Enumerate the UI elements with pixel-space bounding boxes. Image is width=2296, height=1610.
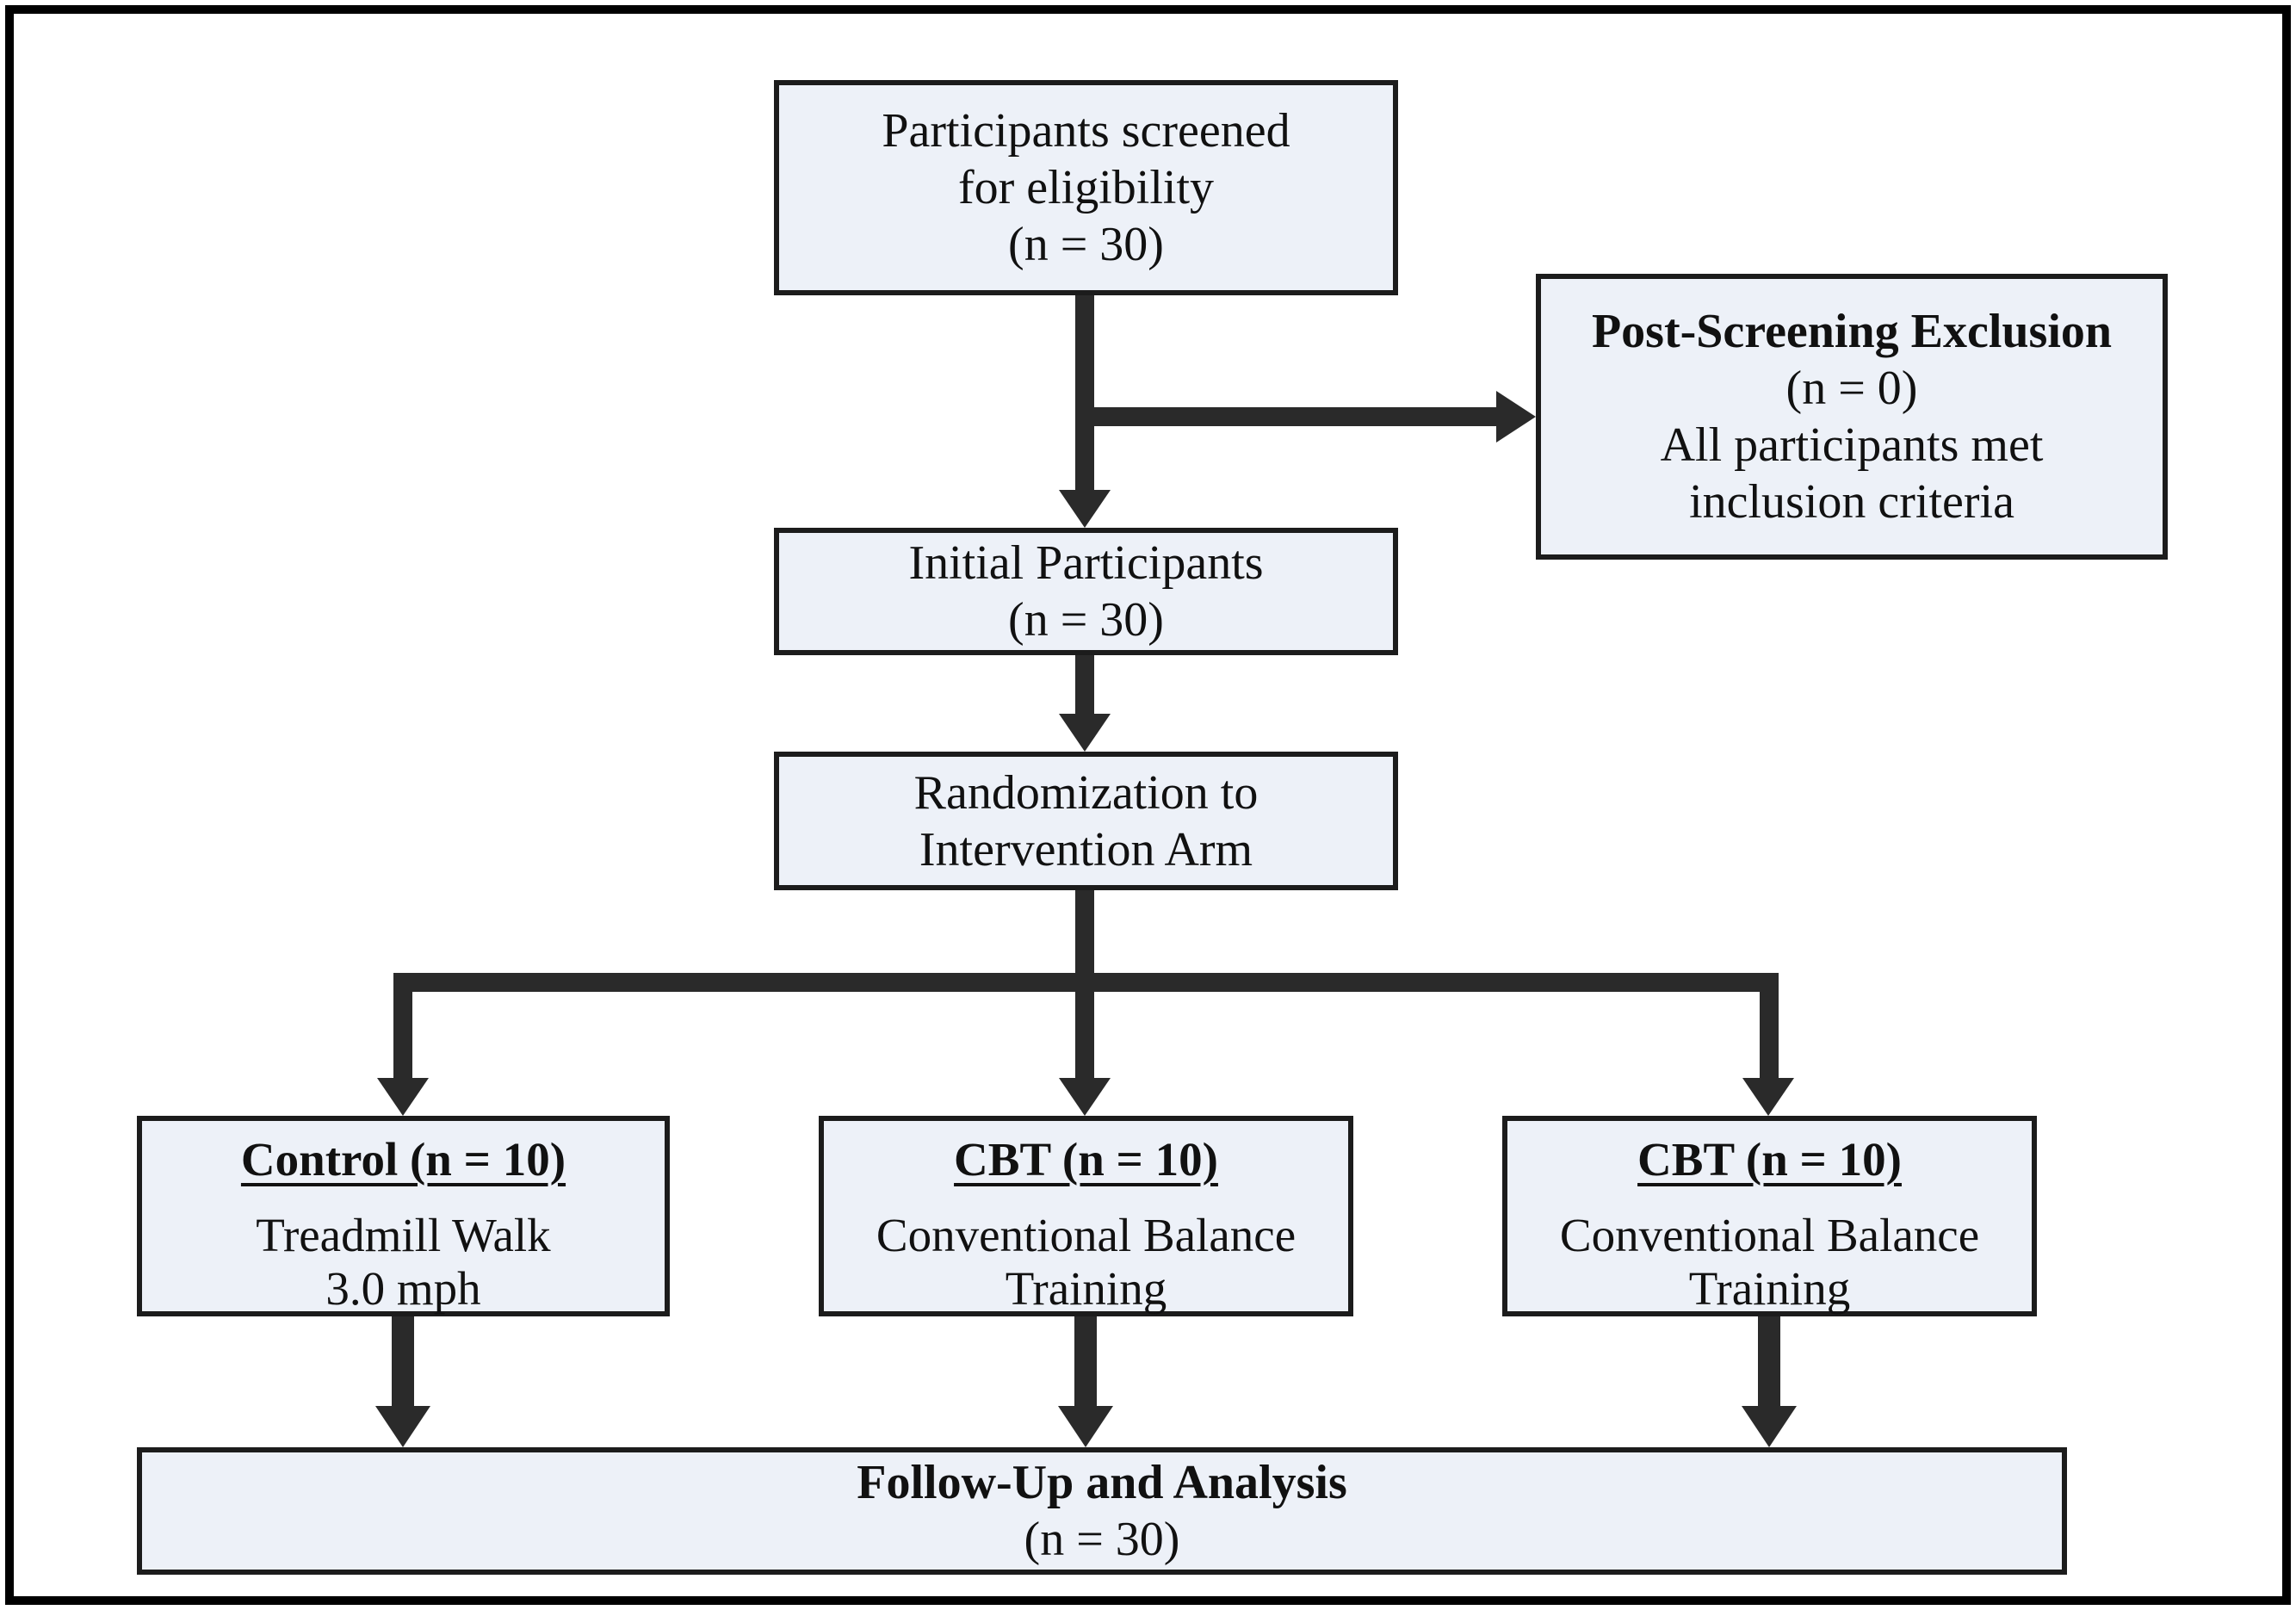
box-text-line: Participants screened (882, 104, 1290, 158)
box-follow-up-analysis: Follow-Up and Analysis (n = 30) (137, 1447, 2067, 1575)
arrow-cbt-right-to-followup-head-icon (1742, 1406, 1797, 1447)
arrow-cbt-middle-to-followup-shaft (1074, 1316, 1097, 1406)
box-text-line: (n = 0) (1785, 362, 1918, 415)
box-post-screening-exclusion: Post-Screening Exclusion (n = 0) All par… (1536, 274, 2168, 560)
box-text-line: Initial Participants (908, 536, 1264, 590)
box-text-line: (n = 30) (1024, 1513, 1180, 1566)
box-text-line: for eligibility (957, 161, 1215, 214)
box-text-line: Treadmill Walk (256, 1209, 551, 1261)
arrow-branch-left-head-icon (377, 1078, 429, 1116)
arrow-cbt-middle-to-followup-head-icon (1058, 1406, 1113, 1447)
box-title: CBT (n = 10) (954, 1133, 1218, 1186)
box-title: Post-Screening Exclusion (1591, 305, 2113, 358)
outer-border (5, 5, 2291, 1605)
box-text-line: 3.0 mph (325, 1262, 481, 1315)
box-text-line: Intervention Arm (919, 822, 1253, 876)
box-cbt-arm-right: CBT (n = 10) Conventional Balance Traini… (1502, 1116, 2037, 1316)
box-title: Control (n = 10) (240, 1133, 566, 1186)
arrow-branch-right-shaft (1760, 973, 1779, 1080)
box-cbt-arm-middle: CBT (n = 10) Conventional Balance Traini… (819, 1116, 1353, 1316)
arrow-control-to-followup-shaft (392, 1316, 414, 1406)
arrow-initial-to-randomization-head-icon (1059, 714, 1111, 752)
box-text-line: Conventional Balance (876, 1209, 1297, 1261)
arrow-branch-middle-shaft (1075, 890, 1094, 1080)
arrow-branch-right-head-icon (1742, 1078, 1794, 1116)
arrow-branch-left-shaft (393, 973, 412, 1080)
box-text-line: All participants met (1660, 418, 2044, 472)
box-text-line: Conventional Balance (1559, 1209, 1980, 1261)
arrow-initial-to-randomization-shaft (1075, 655, 1094, 717)
box-control-arm: Control (n = 10) Treadmill Walk 3.0 mph (137, 1116, 670, 1316)
box-participants-screened: Participants screened for eligibility (n… (774, 80, 1398, 295)
box-initial-participants: Initial Participants (n = 30) (774, 528, 1398, 655)
arrow-to-exclusion-head-icon (1496, 391, 1536, 443)
box-text-line: (n = 30) (1008, 218, 1164, 271)
arrow-control-to-followup-head-icon (375, 1406, 430, 1447)
arrow-cbt-right-to-followup-shaft (1758, 1316, 1780, 1406)
arrow-branch-middle-head-icon (1059, 1078, 1111, 1116)
box-title: CBT (n = 10) (1637, 1133, 1902, 1186)
box-text-line: Training (1688, 1262, 1851, 1315)
box-title: Follow-Up and Analysis (857, 1456, 1347, 1509)
box-text-line: Training (1005, 1262, 1167, 1315)
box-text-line: Randomization to (913, 765, 1259, 820)
box-text-line: (n = 30) (1008, 593, 1164, 647)
box-text-line: inclusion criteria (1689, 475, 2014, 529)
arrow-to-exclusion-shaft (1075, 407, 1496, 426)
arrow-screened-to-initial-shaft (1075, 295, 1094, 495)
box-randomization: Randomization to Intervention Arm (774, 752, 1398, 890)
arrow-screened-to-initial-head-icon (1059, 490, 1111, 528)
